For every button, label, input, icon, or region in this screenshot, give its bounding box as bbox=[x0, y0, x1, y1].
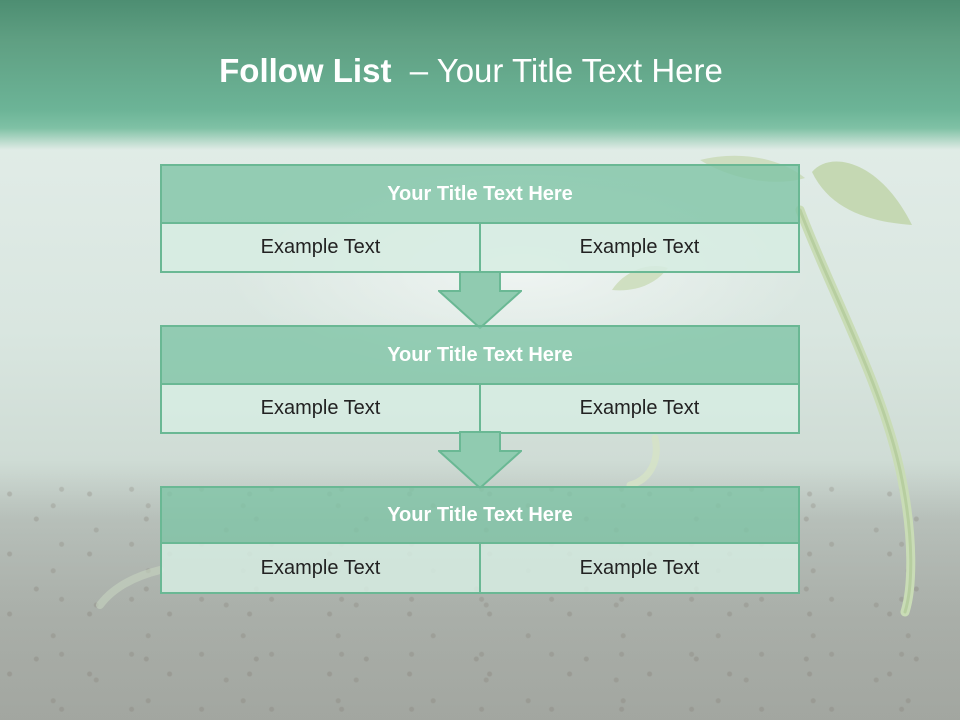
block-heading: Your Title Text Here bbox=[162, 488, 798, 544]
page-title: Follow List – Your Title Text Here bbox=[0, 52, 942, 90]
block-heading: Your Title Text Here bbox=[162, 327, 798, 385]
down-arrow-icon bbox=[438, 431, 522, 489]
list-block-1: Your Title Text Here Example Text Exampl… bbox=[160, 164, 800, 273]
block-heading: Your Title Text Here bbox=[162, 166, 798, 224]
block-cell-left: Example Text bbox=[162, 544, 479, 592]
title-bold: Follow List bbox=[219, 52, 392, 89]
block-cell-right: Example Text bbox=[479, 385, 798, 432]
down-arrow-icon bbox=[438, 271, 522, 329]
block-cell-left: Example Text bbox=[162, 385, 479, 432]
block-row: Example Text Example Text bbox=[162, 224, 798, 271]
block-row: Example Text Example Text bbox=[162, 385, 798, 432]
header-band bbox=[0, 0, 960, 150]
block-cell-right: Example Text bbox=[479, 224, 798, 271]
block-cell-left: Example Text bbox=[162, 224, 479, 271]
block-cell-right: Example Text bbox=[479, 544, 798, 592]
list-block-3: Your Title Text Here Example Text Exampl… bbox=[160, 486, 800, 594]
list-block-2: Your Title Text Here Example Text Exampl… bbox=[160, 325, 800, 434]
block-row: Example Text Example Text bbox=[162, 544, 798, 592]
title-rest: – Your Title Text Here bbox=[391, 52, 723, 89]
